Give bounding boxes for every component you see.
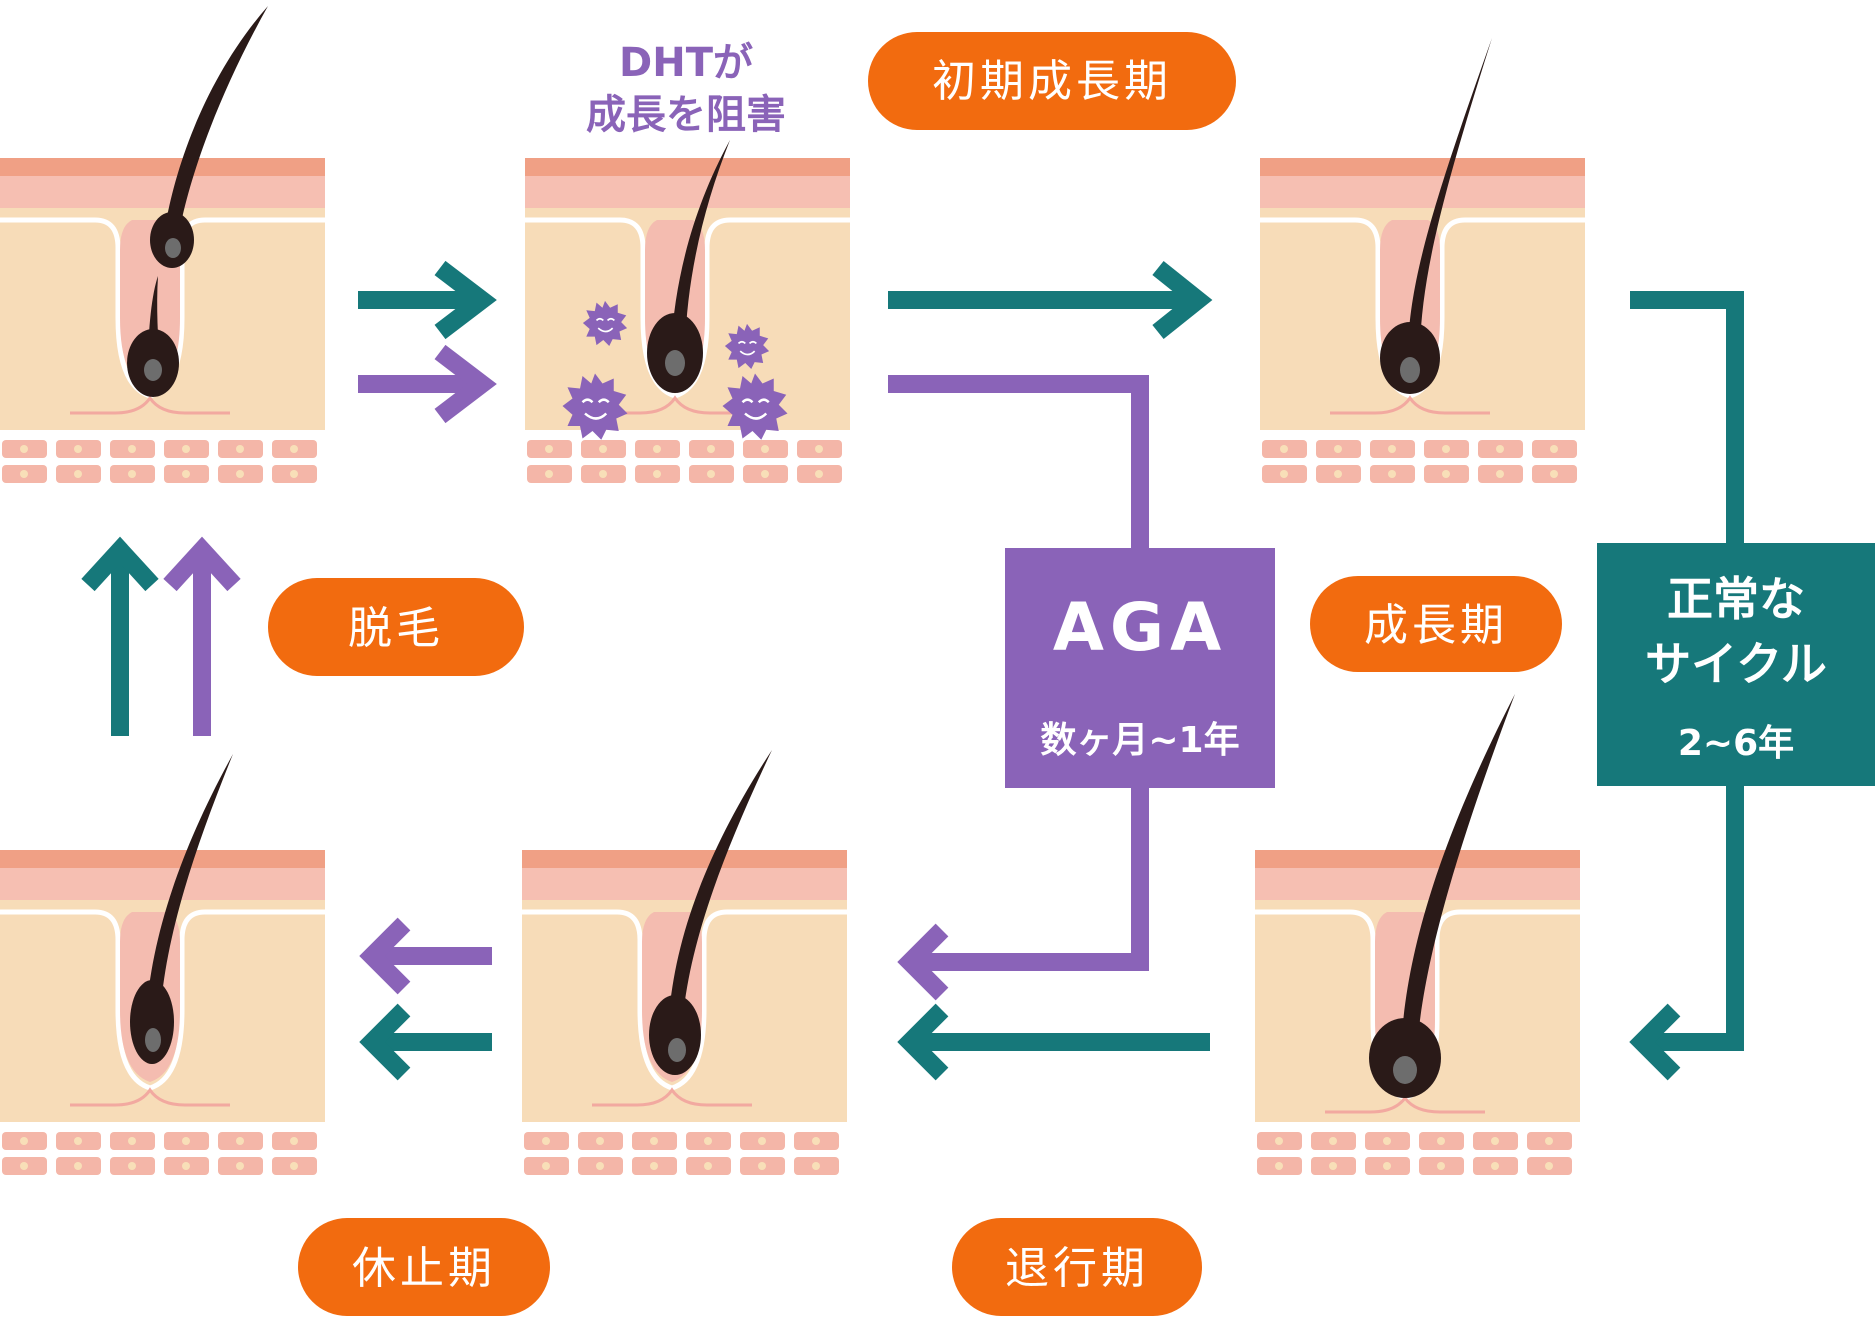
normal-box-title-line1: 正常な [1667, 572, 1805, 626]
stage-label-growth: 成長期 [1364, 600, 1508, 651]
dht-label-line1: DHTが [619, 40, 753, 86]
stage-label-early-growth: 初期成長期 [932, 56, 1172, 107]
normal-cycle-box: 正常な サイクル 2~6年 [1597, 543, 1875, 786]
arrow-purple-up-left [163, 536, 241, 736]
arrow-purple-right-top-left [358, 344, 497, 424]
skin-panel-bottom-middle [522, 750, 847, 1175]
aga-box-duration: 数ヶ月~1年 [1040, 720, 1239, 761]
normal-box-duration: 2~6年 [1678, 723, 1794, 764]
arrow-teal-left-bottom-right [897, 1003, 1210, 1081]
skin-panel-top-right [1260, 38, 1585, 483]
skin-panel-bottom-left [0, 754, 325, 1175]
aga-box-title: AGA [1053, 589, 1227, 666]
normal-cycle-path-line [1629, 291, 1744, 1081]
arrow-teal-up-left [81, 536, 159, 736]
stage-label-resting: 休止期 [352, 1243, 496, 1294]
dht-label-line2: 成長を阻害 [586, 92, 786, 138]
normal-box-title-line2: サイクル [1645, 637, 1827, 691]
stage-pill-growth: 成長期 [1310, 576, 1562, 672]
aga-box: AGA 数ヶ月~1年 [1005, 548, 1275, 788]
stage-pill-resting: 休止期 [298, 1218, 550, 1316]
skin-panel-top-left [0, 6, 325, 483]
stage-label-shedding: 脱毛 [348, 603, 444, 654]
stage-pill-regression: 退行期 [952, 1218, 1202, 1316]
stage-pill-early-growth: 初期成長期 [868, 32, 1236, 130]
arrow-teal-right-top-left [358, 260, 497, 340]
arrow-teal-left-bottom-middle [359, 1003, 492, 1081]
arrow-teal-right-top-middle [888, 260, 1213, 340]
skin-panel-bottom-right [1255, 694, 1580, 1175]
skin-panel-top-middle [525, 140, 850, 483]
aga-path-line [888, 375, 1149, 1001]
arrow-purple-left-bottom-middle [359, 917, 492, 995]
stage-label-regression: 退行期 [1005, 1243, 1149, 1294]
stage-pill-shedding: 脱毛 [268, 578, 524, 676]
